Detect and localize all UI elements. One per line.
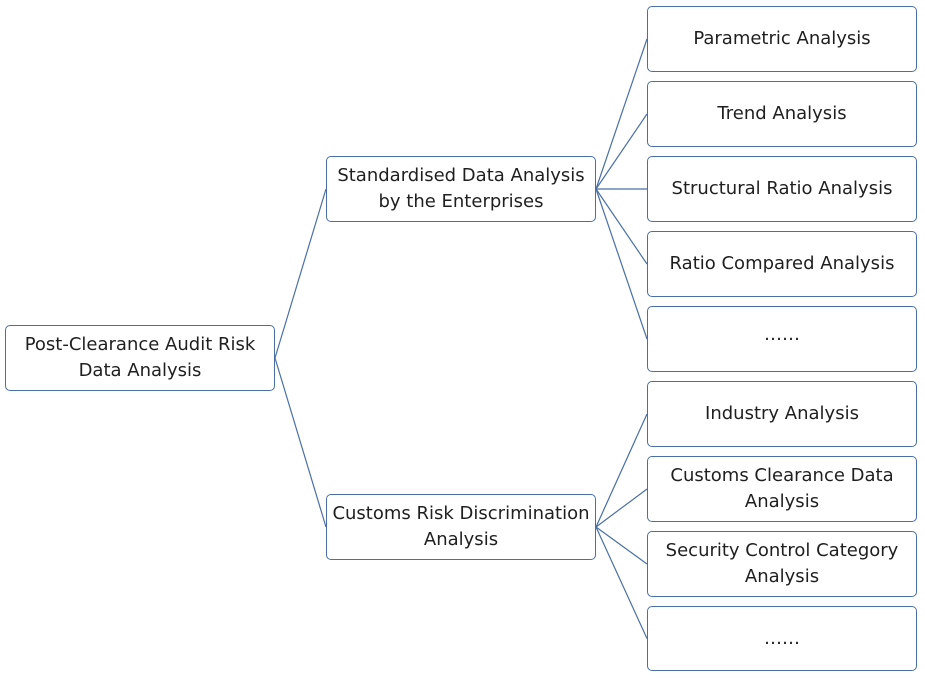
leaf-node-customs-clearance-data-analysis: Customs Clearance Data Analysis [647, 456, 917, 522]
connector-root-to-branch [274, 188, 327, 359]
leaf-node-ellipsis: …… [647, 306, 917, 372]
leaf-node-label: Security Control Category Analysis [665, 540, 899, 587]
leaf-node-security-control-category-analysis: Security Control Category Analysis [647, 531, 917, 597]
leaf-node-label: Customs Clearance Data Analysis [670, 465, 894, 512]
branch-node-label: Customs Risk Discrimination Analysis [332, 503, 590, 550]
connector-branch-to-leaf [595, 526, 648, 639]
connector-branch-to-leaf [595, 413, 648, 528]
leaf-node-label: …… [764, 324, 800, 345]
connector-branch-to-leaf [595, 113, 648, 190]
branch-node-label: Standardised Data Analysis by the Enterp… [337, 165, 585, 212]
leaf-node-structural-ratio-analysis: Structural Ratio Analysis [647, 156, 917, 222]
leaf-node-industry-analysis: Industry Analysis [647, 381, 917, 447]
connector-branch-to-leaf [595, 488, 648, 528]
leaf-node-label: Ratio Compared Analysis [669, 253, 895, 274]
leaf-node-label: …… [764, 627, 800, 649]
leaf-node-label: Trend Analysis [717, 103, 847, 124]
leaf-node-label: Industry Analysis [705, 403, 859, 424]
leaf-node-label: Structural Ratio Analysis [671, 178, 893, 199]
leaf-node-ratio-compared-analysis: Ratio Compared Analysis [647, 231, 917, 297]
leaf-node-ellipsis: …… [647, 606, 917, 671]
connector-branch-to-leaf [595, 188, 648, 340]
leaf-node-parametric-analysis: Parametric Analysis [647, 6, 917, 72]
root-node: Post-Clearance Audit Risk Data Analysis [5, 325, 275, 391]
root-node-label: Post-Clearance Audit Risk Data Analysis [24, 334, 256, 381]
connector-branch-to-leaf [595, 526, 648, 565]
leaf-node-label: Parametric Analysis [693, 28, 871, 49]
connector-branch-to-leaf [595, 38, 648, 190]
branch-node-standardised-data-analysis: Standardised Data Analysis by the Enterp… [326, 156, 596, 222]
connector-branch-to-leaf [595, 188, 648, 265]
connector-root-to-branch [274, 357, 327, 528]
branch-node-customs-risk-discrimination: Customs Risk Discrimination Analysis [326, 494, 596, 560]
leaf-node-trend-analysis: Trend Analysis [647, 81, 917, 147]
